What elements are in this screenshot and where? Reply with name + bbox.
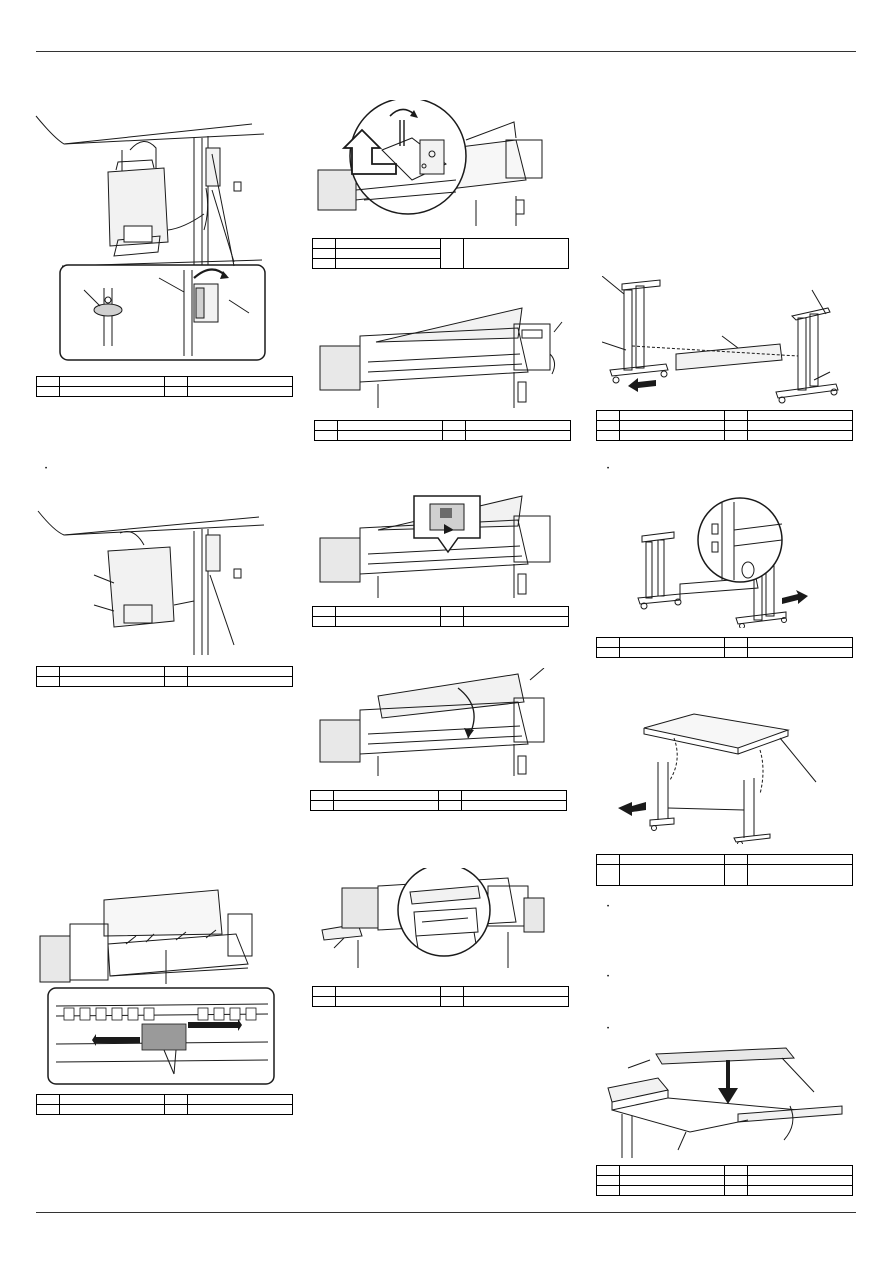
- figure-top-frame-rail: [598, 1040, 844, 1160]
- legend-table-2: [36, 666, 293, 687]
- legend-table-10: [596, 637, 853, 658]
- legend-table-11: [596, 854, 853, 886]
- legend-table-5: [314, 420, 571, 441]
- bullet-5: •: [607, 1026, 610, 1032]
- legend-table-12: [596, 1165, 853, 1196]
- header-rule: [36, 51, 856, 52]
- figure-bottle-cover: [34, 505, 269, 657]
- figure-screw-removal: [316, 100, 548, 228]
- legend-table-3: [36, 1094, 293, 1115]
- bullet-2: •: [607, 466, 610, 472]
- legend-table-4: [312, 238, 569, 269]
- legend-table-6: [312, 606, 569, 627]
- bullet-1: •: [45, 466, 48, 472]
- figure-printer-cover-open: [318, 302, 564, 410]
- bullet-4: •: [607, 974, 610, 980]
- figure-carriage-strip: [36, 884, 278, 1086]
- figure-waste-ink-bottle: [34, 110, 269, 362]
- figure-stand-legs: [602, 276, 848, 406]
- figure-stand-inset: [636, 494, 812, 628]
- figure-cover-rotation: [318, 668, 546, 778]
- footer-rule: [36, 1212, 856, 1213]
- figure-frame-on-stand: [610, 710, 840, 844]
- legend-table-9: [596, 410, 853, 441]
- legend-table-7: [310, 790, 567, 811]
- figure-printer-inset: [318, 490, 564, 600]
- figure-printer-side-feed: [318, 868, 548, 972]
- bullet-3: •: [607, 904, 610, 910]
- legend-table-8: [312, 986, 569, 1007]
- legend-table-1: [36, 376, 293, 397]
